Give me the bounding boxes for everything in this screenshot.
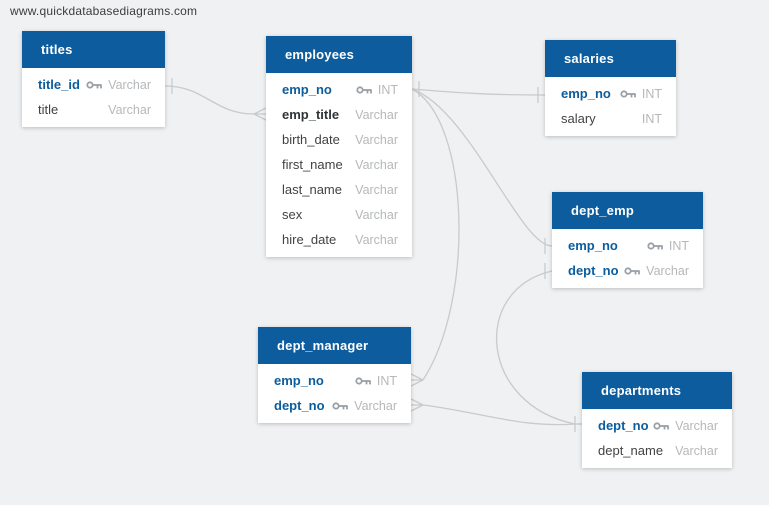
field-name: emp_no xyxy=(561,86,611,101)
field-row-employees-hire_date[interactable]: hire_date Varchar xyxy=(266,227,412,252)
field-name: emp_no xyxy=(568,238,618,253)
field-name: sex xyxy=(282,207,303,222)
field-name: salary xyxy=(561,111,596,126)
field-name: birth_date xyxy=(282,132,340,147)
primary-key-icon xyxy=(624,266,641,276)
table-dept_manager[interactable]: dept_manager emp_no INT dept_no Varchar xyxy=(258,327,411,423)
field-type: Varchar xyxy=(675,418,718,433)
field-row-employees-emp_title[interactable]: emp_title Varchar xyxy=(266,102,412,127)
field-row-titles-title[interactable]: title Varchar xyxy=(22,97,165,122)
field-name: title_id xyxy=(38,77,80,92)
field-row-salaries-emp_no[interactable]: emp_no INT xyxy=(545,81,676,106)
cardinality-many-crowfoot xyxy=(410,398,424,406)
table-header-salaries[interactable]: salaries xyxy=(545,40,676,77)
field-row-dept_manager-emp_no[interactable]: emp_no INT xyxy=(258,368,411,393)
primary-key-icon xyxy=(653,421,670,431)
relationship-line[interactable] xyxy=(495,270,582,425)
table-header-titles[interactable]: titles xyxy=(22,31,165,68)
connector-employees.emp_no-salaries.emp_no[interactable] xyxy=(411,81,546,103)
field-type: Varchar xyxy=(354,398,397,413)
field-type: Varchar xyxy=(355,157,398,172)
field-rows: emp_no INT dept_no Varchar xyxy=(552,229,703,288)
field-type: Varchar xyxy=(355,182,398,197)
table-dept_emp[interactable]: dept_emp emp_no INT dept_no Varchar xyxy=(552,192,703,288)
primary-key-icon xyxy=(647,241,664,251)
table-header-employees[interactable]: employees xyxy=(266,36,412,73)
primary-key-icon xyxy=(332,401,349,411)
field-row-dept_manager-dept_no[interactable]: dept_no Varchar xyxy=(258,393,411,418)
field-name: title xyxy=(38,102,59,117)
primary-key-icon xyxy=(356,85,373,95)
cardinality-many-crowfoot xyxy=(253,113,267,121)
field-name: emp_no xyxy=(282,82,332,97)
cardinality-many-crowfoot xyxy=(410,379,424,387)
field-type: INT xyxy=(641,111,662,126)
field-type: INT xyxy=(668,238,689,253)
field-row-employees-emp_no[interactable]: emp_no INT xyxy=(266,77,412,102)
field-name: hire_date xyxy=(282,232,337,247)
field-type: Varchar xyxy=(355,107,398,122)
field-name: emp_title xyxy=(282,107,340,122)
connector-employees.emp_no-dept_manager.emp_no[interactable] xyxy=(410,88,460,387)
field-type: Varchar xyxy=(675,443,718,458)
field-row-employees-first_name[interactable]: first_name Varchar xyxy=(266,152,412,177)
field-type: Varchar xyxy=(355,207,398,222)
field-type: Varchar xyxy=(646,263,689,278)
field-type: INT xyxy=(641,86,662,101)
field-row-employees-birth_date[interactable]: birth_date Varchar xyxy=(266,127,412,152)
connector-dept_emp.dept_no-departments.dept_no[interactable] xyxy=(495,263,582,425)
watermark: www.quickdatabasediagrams.com xyxy=(10,4,198,18)
field-name: dept_no xyxy=(598,418,649,433)
table-header-dept_emp[interactable]: dept_emp xyxy=(552,192,703,229)
field-type: Varchar xyxy=(355,132,398,147)
relationship-line[interactable] xyxy=(411,88,546,96)
field-row-departments-dept_no[interactable]: dept_no Varchar xyxy=(582,413,732,438)
field-type: Varchar xyxy=(355,232,398,247)
field-name: last_name xyxy=(282,182,342,197)
primary-key-icon xyxy=(620,89,637,99)
field-type: Varchar xyxy=(108,77,151,92)
relationship-line[interactable] xyxy=(411,88,553,247)
connector-titles.title_id-employees.emp_title[interactable] xyxy=(164,78,267,121)
primary-key-icon xyxy=(355,376,372,386)
table-header-departments[interactable]: departments xyxy=(582,372,732,409)
cardinality-many-crowfoot xyxy=(410,404,424,412)
field-row-employees-sex[interactable]: sex Varchar xyxy=(266,202,412,227)
field-rows: emp_no INT dept_no Varchar xyxy=(258,364,411,423)
field-name: dept_name xyxy=(598,443,664,458)
relationship-line[interactable] xyxy=(411,88,460,381)
field-type: Varchar xyxy=(108,102,151,117)
field-type: INT xyxy=(377,82,398,97)
field-row-dept_emp-dept_no[interactable]: dept_no Varchar xyxy=(552,258,703,283)
field-type: INT xyxy=(376,373,397,388)
relationship-line[interactable] xyxy=(422,404,582,426)
connector-employees.emp_no-dept_emp.emp_no[interactable] xyxy=(411,88,553,254)
field-row-salaries-salary[interactable]: salary INT xyxy=(545,106,676,131)
connector-dept_manager.dept_no-departments.dept_no[interactable] xyxy=(410,398,582,432)
field-row-dept_emp-emp_no[interactable]: emp_no INT xyxy=(552,233,703,258)
field-name: dept_no xyxy=(274,398,325,413)
primary-key-icon xyxy=(86,80,103,90)
field-name: dept_no xyxy=(568,263,619,278)
cardinality-many-crowfoot xyxy=(410,373,424,381)
field-row-employees-last_name[interactable]: last_name Varchar xyxy=(266,177,412,202)
table-header-dept_manager[interactable]: dept_manager xyxy=(258,327,411,364)
field-name: first_name xyxy=(282,157,343,172)
field-name: emp_no xyxy=(274,373,324,388)
cardinality-many-crowfoot xyxy=(253,107,267,115)
field-row-titles-title_id[interactable]: title_id Varchar xyxy=(22,72,165,97)
field-row-departments-dept_name[interactable]: dept_name Varchar xyxy=(582,438,732,463)
relationship-line[interactable] xyxy=(164,85,255,115)
